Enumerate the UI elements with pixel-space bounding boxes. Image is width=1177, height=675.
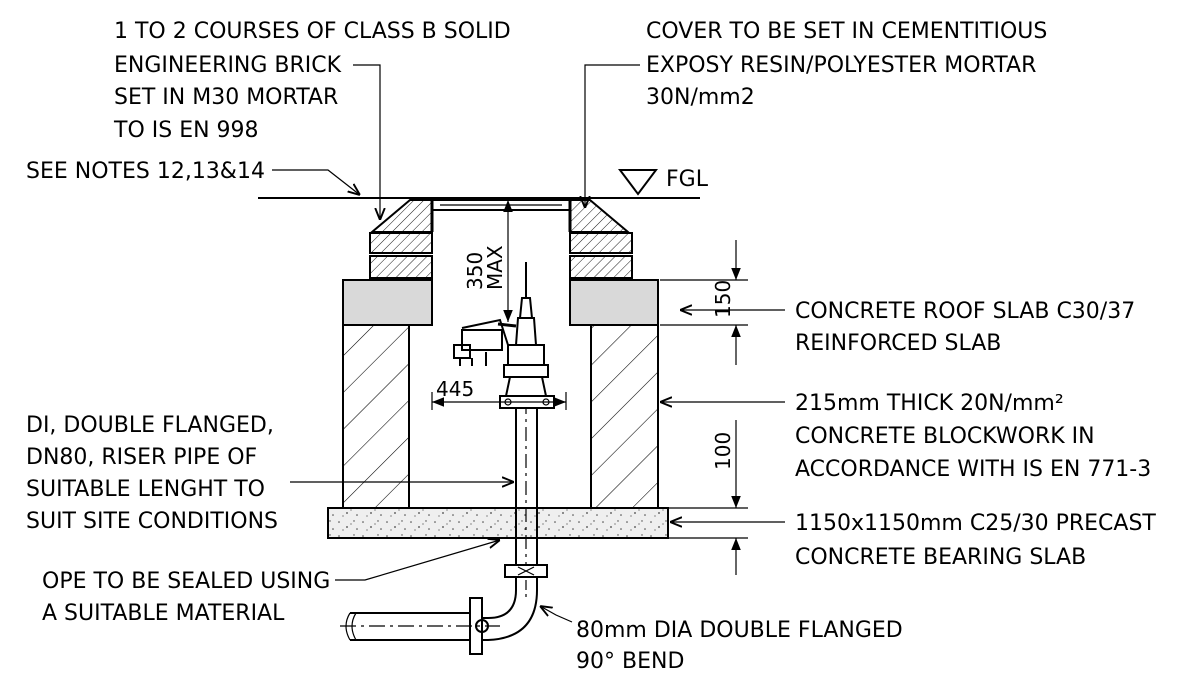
bearing-slab-note-line2: CONCRETE BEARING SLAB: [795, 545, 1086, 570]
cover-note-line1: COVER TO BE SET IN CEMENTITIOUS: [646, 19, 1047, 44]
brick-note-line4: TO IS EN 998: [113, 118, 259, 143]
engineering-brick-courses: [369, 232, 633, 279]
blockwork-note-line2: CONCRETE BLOCKWORK IN: [795, 424, 1095, 449]
double-flanged-bend: [340, 564, 548, 655]
bend-note-line1: 80mm DIA DOUBLE FLANGED: [576, 618, 903, 643]
riser-note-line2: DN80, RISER PIPE OF: [26, 445, 257, 470]
roof-slab-note-line1: CONCRETE ROOF SLAB C30/37: [795, 299, 1135, 324]
ope-note-line2: A SUITABLE MATERIAL: [42, 601, 285, 626]
bend-note-line2: 90° BEND: [576, 649, 684, 674]
roof-slab-note-line2: REINFORCED SLAB: [795, 331, 1001, 356]
dim-max: MAX: [483, 245, 507, 290]
riser-note-line1: DI, DOUBLE FLANGED,: [26, 413, 274, 438]
blockwork-note-line3: ACCORDANCE WITH IS EN 771-3: [795, 457, 1151, 482]
concrete-blockwork-walls: [342, 324, 659, 509]
dim-150: 150: [711, 280, 735, 318]
cover-note-line2: EXPOSY RESIN/POLYESTER MORTAR: [646, 53, 1036, 78]
brick-note-line1: 1 TO 2 COURSES OF CLASS B SOLID: [114, 19, 511, 44]
see-notes-label: SEE NOTES 12,13&14: [26, 159, 265, 184]
riser-note-line3: SUITABLE LENGHT TO: [26, 477, 265, 502]
fgl-triangle-icon: [618, 169, 658, 196]
fgl-label: FGL: [666, 167, 709, 192]
brick-note-line3: SET IN M30 MORTAR: [114, 85, 338, 110]
hydrant-valve: [453, 262, 549, 397]
dim-445: 445: [436, 377, 474, 401]
brick-note-line2: ENGINEERING BRICK: [114, 53, 342, 78]
ope-note-line1: OPE TO BE SEALED USING: [42, 569, 330, 594]
riser-note-line4: SUIT SITE CONDITIONS: [26, 509, 278, 534]
precast-bearing-slab: [327, 507, 669, 539]
cover-note-line3: 30N/mm2: [646, 85, 755, 110]
dim-100: 100: [711, 432, 735, 470]
dim-350: 350: [463, 252, 487, 290]
blockwork-note-line1: 215mm THICK 20N/mm²: [795, 391, 1064, 416]
manhole-cover-frame: [369, 199, 631, 233]
bearing-slab-note-line1: 1150x1150mm C25/30 PRECAST: [795, 511, 1156, 536]
